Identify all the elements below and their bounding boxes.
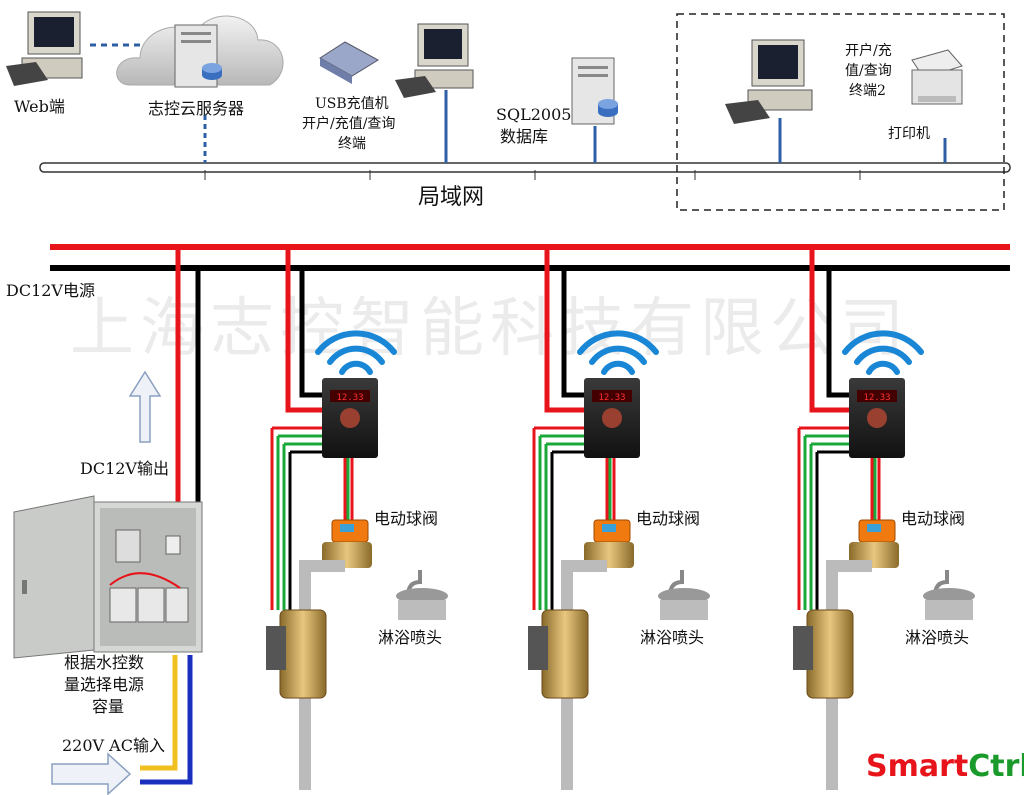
shower-label: 淋浴喷头: [640, 628, 704, 647]
valve-label: 电动球阀: [374, 509, 438, 528]
cloud-server-icon: [116, 15, 284, 88]
controller-display: [857, 390, 897, 402]
logo-ctrl: Ctrl: [968, 749, 1024, 784]
shower-unit-1: 12.33 电动球阀 淋浴喷头: [266, 247, 448, 790]
capacity-line1: 根据水控数: [64, 653, 144, 672]
shower-label: 淋浴喷头: [378, 628, 442, 647]
water-pipe: [299, 560, 345, 790]
controller-display-value: 12.33: [336, 393, 363, 403]
web-client-label: Web端: [14, 97, 65, 116]
usb-label-line1: USB充值机: [315, 96, 389, 112]
company-watermark: 上海志控智能科技有限公司: [70, 292, 910, 366]
ac-input-label: 220V AC输入: [62, 736, 165, 755]
right-arrow-icon: [51, 752, 132, 795]
wifi-icon: [577, 330, 659, 375]
shower-head-icon: [658, 570, 710, 620]
remote-terminal-group: [676, 13, 1005, 211]
controller-display-value: 12.33: [863, 393, 890, 403]
valve-label: 电动球阀: [901, 509, 965, 528]
lan-bus: [39, 162, 1011, 173]
usb-label-line2: 开户/充值/查询: [302, 115, 395, 132]
up-arrow-icon: [128, 370, 162, 443]
wifi-icon: [315, 330, 397, 375]
shower-unit-3: 12.33 电动球阀 淋浴喷头: [793, 247, 975, 790]
capacity-line3: 容量: [92, 697, 124, 716]
power-cabinet-icon: [13, 495, 203, 659]
controller-display: [330, 390, 370, 402]
sql-server-icon: [571, 57, 618, 125]
shower-label: 淋浴喷头: [905, 628, 969, 647]
water-pipe: [826, 560, 872, 790]
flow-sensor-icon: [528, 609, 589, 699]
dc-source-label: DC12V电源: [6, 281, 95, 300]
ac-live-wire: [140, 655, 178, 771]
cloud-server-label: 志控云服务器: [148, 99, 244, 118]
valve-label: 电动球阀: [636, 509, 700, 528]
lan-label: 局域网: [418, 185, 484, 210]
dc-output-label: DC12V输出: [80, 459, 169, 478]
usb-label-line3: 终端: [338, 136, 366, 152]
shower-head-icon: [923, 570, 975, 620]
sql-label-line1: SQL2005: [496, 105, 571, 124]
usb-terminal-pc-icon: [395, 23, 474, 98]
web-pc-icon: [6, 11, 83, 86]
wifi-icon: [842, 330, 924, 375]
controller-display: [592, 390, 632, 402]
flow-sensor-icon: [793, 609, 854, 699]
terminal2-label-line2: 值/查询: [845, 63, 892, 79]
terminal2-pc-icon: [725, 39, 813, 124]
printer-icon: [911, 49, 963, 105]
controller-display-value: 12.33: [598, 393, 625, 403]
shower-head-icon: [396, 570, 448, 620]
flow-sensor-icon: [266, 609, 327, 699]
logo-smart: Smart: [866, 749, 968, 784]
smartctrl-logo: SmartCtrl: [866, 749, 1024, 784]
sql-label-line2: 数据库: [500, 127, 548, 146]
printer-label: 打印机: [888, 125, 930, 142]
motorized-valve-icon: [849, 519, 899, 568]
ac-neutral-wire: [140, 655, 193, 785]
usb-charger-icon: [319, 41, 379, 84]
terminal2-label-line3: 终端2: [849, 83, 886, 99]
capacity-line2: 量选择电源: [64, 675, 144, 694]
lan-ticks: [204, 170, 861, 180]
shower-unit-2: 12.33 电动球阀 淋浴喷头: [528, 247, 710, 790]
water-pipe: [561, 560, 607, 790]
terminal2-label-line1: 开户/充: [845, 42, 892, 59]
